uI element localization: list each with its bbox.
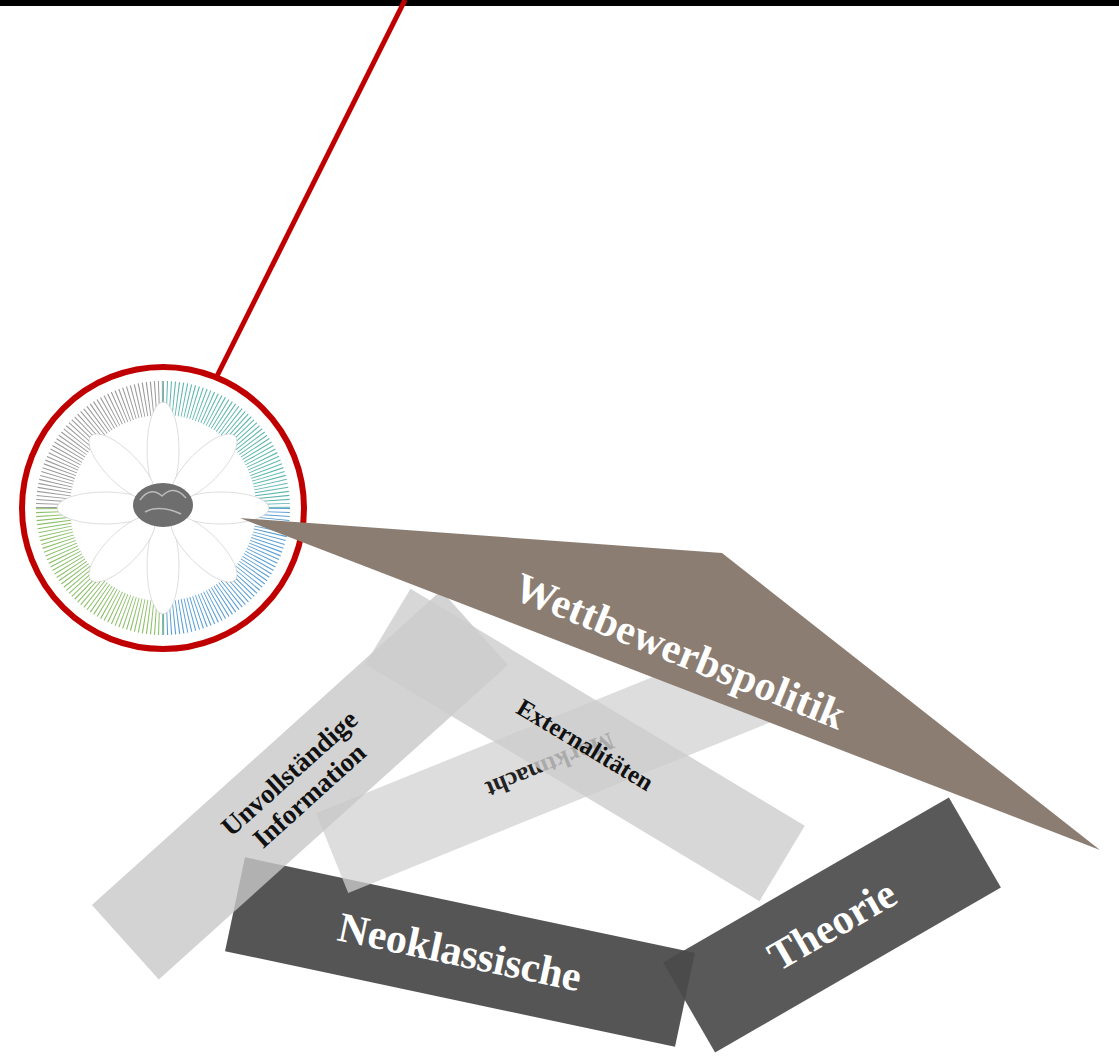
beam-block: Neoklassische	[225, 857, 695, 1047]
roof-shape	[240, 518, 1100, 850]
top-rule	[0, 0, 1119, 6]
dendrogram-illustration	[23, 368, 303, 648]
leader-line	[215, 0, 405, 380]
node-label: Neoklassische	[240, 884, 680, 1021]
highlight-circle	[22, 367, 304, 649]
roof-triangle: Wettbewerbspolitik	[240, 518, 1100, 850]
